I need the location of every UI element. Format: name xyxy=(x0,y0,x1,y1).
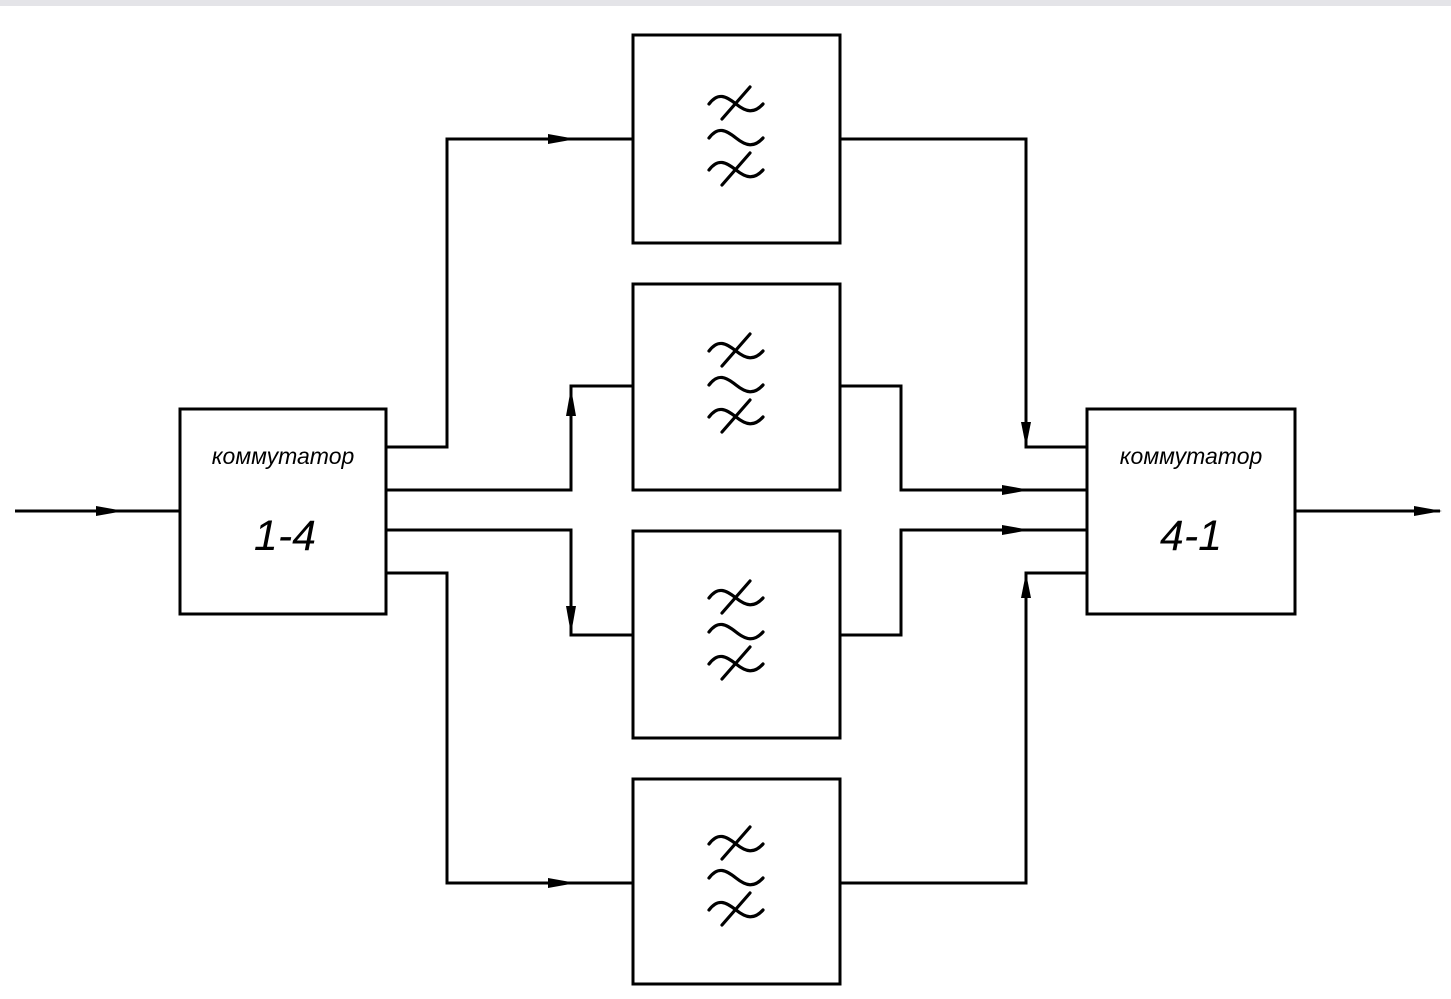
switch-4-1: коммутатор 4-1 xyxy=(1085,407,1297,616)
switch-4-1-ratio: 4-1 xyxy=(1160,512,1222,560)
line-to-filter-4 xyxy=(386,571,633,885)
line-to-filter-1 xyxy=(386,137,633,449)
diagram-svg: коммутатор 1-4 коммутатор 4-1 xyxy=(15,33,1442,986)
switch-1-4-label: коммутатор xyxy=(212,443,355,469)
line-from-filter-2 xyxy=(840,384,1087,492)
arrow-filter-1-in xyxy=(548,134,576,144)
switch-1-4: коммутатор 1-4 xyxy=(178,407,388,616)
switch-1-4-ratio: 1-4 xyxy=(254,512,316,560)
switch-4-1-label: коммутатор xyxy=(1120,443,1263,469)
line-from-filter-4 xyxy=(840,571,1087,885)
filter-1 xyxy=(631,33,842,245)
arrow-filter-3-in xyxy=(566,606,576,634)
arrow-filter-3-out xyxy=(1002,525,1030,535)
filter-3 xyxy=(631,529,842,740)
line-to-filter-3 xyxy=(386,528,633,637)
arrow-filter-1-out xyxy=(1021,422,1031,447)
line-from-filter-3 xyxy=(840,528,1087,637)
filter-2 xyxy=(631,282,842,492)
arrow-output xyxy=(1414,506,1442,516)
arrow-filter-4-out xyxy=(1021,573,1031,598)
arrow-filter-2-in xyxy=(566,388,576,416)
filter-4 xyxy=(631,777,842,986)
arrow-filter-4-in xyxy=(548,878,576,888)
line-from-filter-1 xyxy=(840,137,1087,449)
line-to-filter-2 xyxy=(386,384,633,492)
arrow-input xyxy=(96,506,124,516)
arrowheads xyxy=(96,134,1442,888)
arrow-filter-2-out xyxy=(1002,485,1030,495)
